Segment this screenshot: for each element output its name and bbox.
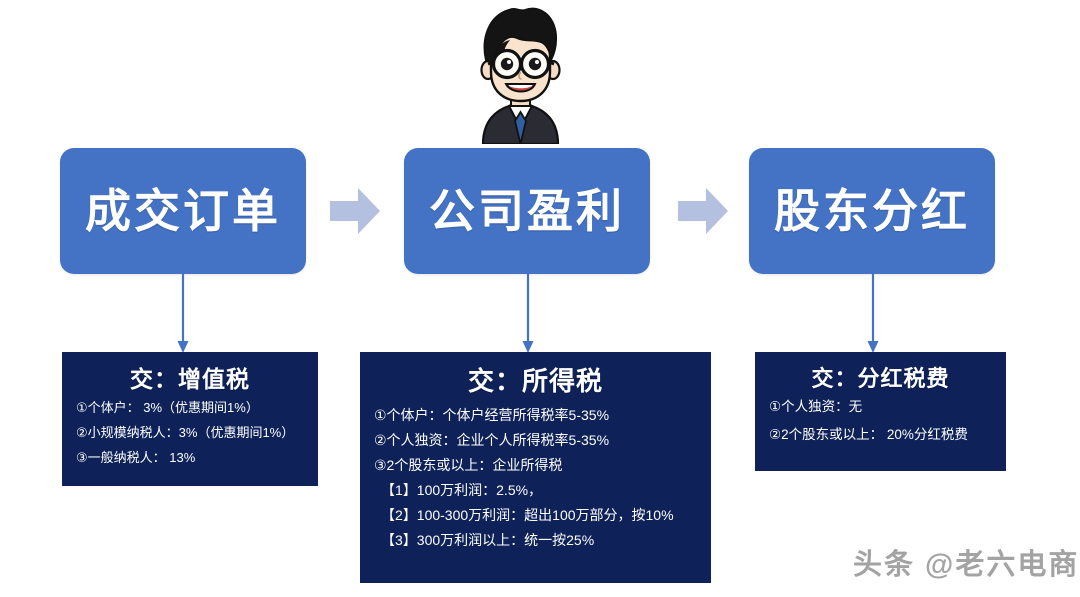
stage-label-profit: 公司盈利 — [429, 185, 625, 237]
chevron-right-icon — [328, 185, 382, 237]
detail-title-dividend-tax: 交：分红税费 — [811, 366, 950, 391]
detail-line: ①个体户：个体户经营所得税率5-35% — [374, 406, 610, 423]
chevron-right-icon — [676, 185, 730, 237]
detail-line: ②小规模纳税人：3%（优惠期间1%） — [76, 425, 295, 441]
down-arrow-connector — [521, 272, 535, 354]
cartoon-man-avatar — [453, 2, 588, 146]
stage-box-order[interactable]: 成交订单 — [60, 148, 306, 274]
detail-panel-vat: 交：增值税 ①个体户： 3%（优惠期间1%） ②小规模纳税人：3%（优惠期间1%… — [62, 352, 318, 486]
detail-line: ②个人独资：企业个人所得税率5-35% — [374, 431, 610, 448]
detail-line: ①个人独资：无 — [769, 399, 863, 415]
detail-line: ②2个股东或以上： 20%分红税费 — [769, 426, 968, 442]
stage-box-profit[interactable]: 公司盈利 — [404, 148, 650, 274]
detail-line-list: ①个体户： 3%（优惠期间1%） ②小规模纳税人：3%（优惠期间1%） ③一般纳… — [76, 401, 304, 464]
detail-line: ③一般纳税人： 13% — [76, 450, 196, 466]
down-arrow-connector — [866, 272, 880, 354]
detail-panel-income-tax: 交：所得税 ①个体户：个体户经营所得税率5-35% ②个人独资：企业个人所得税率… — [360, 352, 711, 583]
detail-line: 【3】300万利润以上：统一按25% — [381, 531, 595, 548]
detail-panel-dividend-tax: 交：分红税费 ①个人独资：无 ②2个股东或以上： 20%分红税费 — [755, 352, 1006, 471]
detail-line: ③2个股东或以上：企业所得税 — [374, 456, 563, 473]
watermark: 头条 @老六电商 — [853, 549, 1080, 581]
down-arrow-connector — [176, 272, 190, 354]
detail-line-list: ①个体户：个体户经营所得税率5-35% ②个人独资：企业个人所得税率5-35% … — [374, 408, 697, 547]
detail-line-list: ①个人独资：无 ②2个股东或以上： 20%分红税费 — [769, 400, 992, 441]
detail-title-vat: 交：增值税 — [130, 366, 250, 392]
detail-title-income-tax: 交：所得税 — [467, 366, 603, 396]
stage-label-order: 成交订单 — [85, 185, 281, 237]
detail-line: 【1】100万利润：2.5%， — [381, 481, 543, 498]
stage-label-dividend: 股东分红 — [774, 185, 970, 237]
detail-line: 【2】100-300万利润：超出100万部分，按10% — [381, 506, 674, 523]
detail-line: ①个体户： 3%（优惠期间1%） — [76, 400, 259, 416]
stage-box-dividend[interactable]: 股东分红 — [749, 148, 995, 274]
